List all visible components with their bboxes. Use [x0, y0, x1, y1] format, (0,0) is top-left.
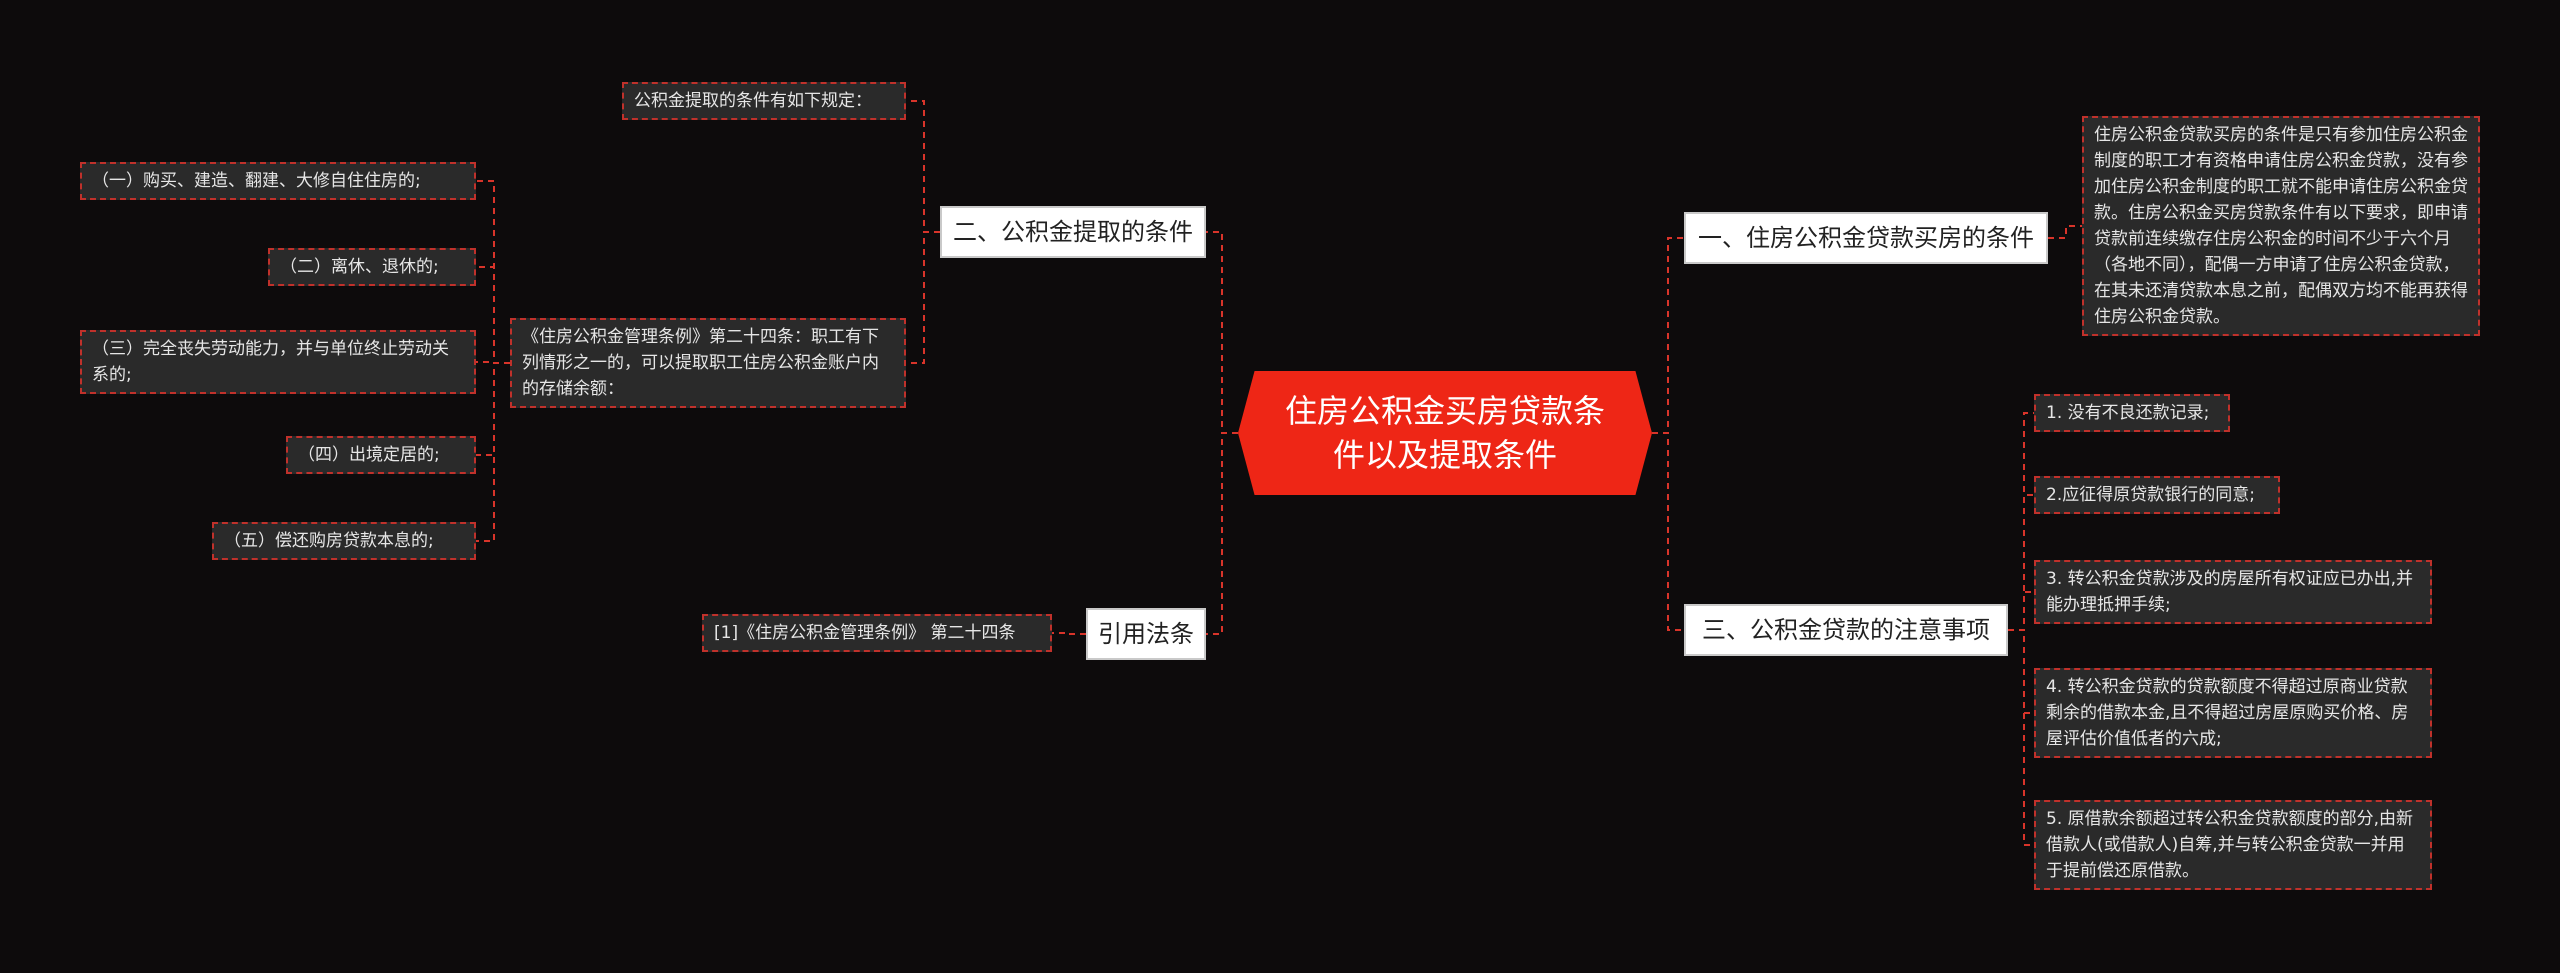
leaf-text: （一）购买、建造、翻建、大修自住住房的; — [92, 171, 421, 191]
branch-label: 引用法条 — [1098, 620, 1194, 648]
branch-cited-laws[interactable]: 引用法条 — [1086, 608, 1206, 660]
branch-loan-notes[interactable]: 三、公积金贷款的注意事项 — [1684, 604, 2008, 656]
leaf-text: [1]《住房公积金管理条例》 第二十四条 — [714, 623, 1016, 643]
leaf-sub-item-4[interactable]: （四）出境定居的; — [286, 436, 476, 474]
branch-label: 一、住房公积金贷款买房的条件 — [1698, 224, 2034, 252]
leaf-loan-conditions-text[interactable]: 住房公积金贷款买房的条件是只有参加住房公积金制度的职工才有资格申请住房公积金贷款… — [2082, 116, 2480, 336]
leaf-note-4[interactable]: 4. 转公积金贷款的贷款额度不得超过原商业贷款剩余的借款本金,且不得超过房屋原购… — [2034, 668, 2432, 758]
leaf-text: 1. 没有不良还款记录; — [2046, 403, 2210, 423]
leaf-text: （三）完全丧失劳动能力，并与单位终止劳动关系的; — [92, 339, 449, 385]
leaf-text: 4. 转公积金贷款的贷款额度不得超过原商业贷款剩余的借款本金,且不得超过房屋原购… — [2046, 677, 2409, 749]
leaf-text: 住房公积金贷款买房的条件是只有参加住房公积金制度的职工才有资格申请住房公积金贷款… — [2094, 125, 2468, 327]
branch-withdrawal-conditions[interactable]: 二、公积金提取的条件 — [940, 206, 1206, 258]
leaf-sub-item-5[interactable]: （五）偿还购房贷款本息的; — [212, 522, 476, 560]
leaf-sub-item-3[interactable]: （三）完全丧失劳动能力，并与单位终止劳动关系的; — [80, 330, 476, 394]
leaf-note-5[interactable]: 5. 原借款余额超过转公积金贷款额度的部分,由新借款人(或借款人)自筹,并与转公… — [2034, 800, 2432, 890]
leaf-text: （四）出境定居的; — [298, 445, 440, 465]
leaf-text: 3. 转公积金贷款涉及的房屋所有权证应已办出,并能办理抵押手续; — [2046, 569, 2414, 615]
leaf-text: 2.应征得原贷款银行的同意; — [2046, 485, 2255, 505]
leaf-sub-item-1[interactable]: （一）购买、建造、翻建、大修自住住房的; — [80, 162, 476, 200]
leaf-cited-regulation[interactable]: [1]《住房公积金管理条例》 第二十四条 — [702, 614, 1052, 652]
leaf-text: 5. 原借款余额超过转公积金贷款额度的部分,由新借款人(或借款人)自筹,并与转公… — [2046, 809, 2414, 881]
root-node[interactable]: 住房公积金买房贷款条件以及提取条件 — [1238, 371, 1652, 495]
leaf-note-1[interactable]: 1. 没有不良还款记录; — [2034, 394, 2230, 432]
leaf-note-2[interactable]: 2.应征得原贷款银行的同意; — [2034, 476, 2280, 514]
branch-loan-conditions[interactable]: 一、住房公积金贷款买房的条件 — [1684, 212, 2048, 264]
leaf-text: （五）偿还购房贷款本息的; — [224, 531, 434, 551]
leaf-text: 《住房公积金管理条例》第二十四条：职工有下列情形之一的，可以提取职工住房公积金账… — [522, 327, 879, 399]
leaf-text: （二）离休、退休的; — [280, 257, 439, 277]
root-title: 住房公积金买房贷款条件以及提取条件 — [1284, 392, 1605, 474]
leaf-note-3[interactable]: 3. 转公积金贷款涉及的房屋所有权证应已办出,并能办理抵押手续; — [2034, 560, 2432, 624]
leaf-regulation-article-24[interactable]: 《住房公积金管理条例》第二十四条：职工有下列情形之一的，可以提取职工住房公积金账… — [510, 318, 906, 408]
leaf-withdrawal-rules-intro[interactable]: 公积金提取的条件有如下规定： — [622, 82, 906, 120]
leaf-sub-item-2[interactable]: （二）离休、退休的; — [268, 248, 476, 286]
branch-label: 三、公积金贷款的注意事项 — [1702, 616, 1990, 644]
branch-label: 二、公积金提取的条件 — [953, 218, 1193, 246]
leaf-text: 公积金提取的条件有如下规定： — [634, 91, 872, 111]
